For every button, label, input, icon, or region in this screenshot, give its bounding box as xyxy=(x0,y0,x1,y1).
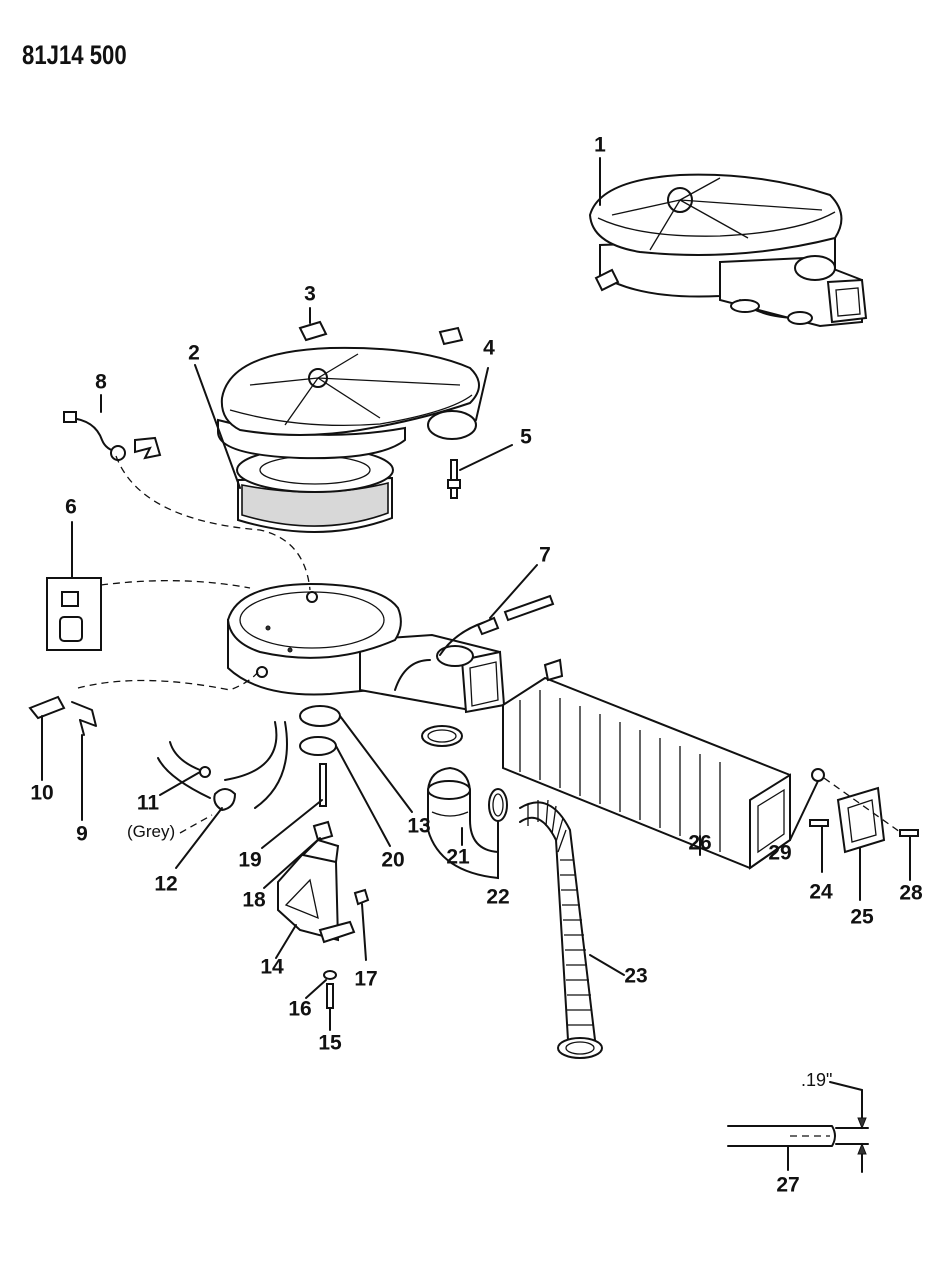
callout-22: 22 xyxy=(486,885,510,909)
stud-bolt xyxy=(447,459,461,499)
document-code: 81J14 500 xyxy=(22,40,127,70)
mounting-adapter xyxy=(809,768,919,854)
callout-23: 23 xyxy=(624,964,648,988)
clip xyxy=(312,820,334,842)
callout-28: 28 xyxy=(899,881,923,905)
callout-9: 9 xyxy=(76,822,88,846)
callout-25: 25 xyxy=(850,905,874,929)
callout-18: 18 xyxy=(242,888,266,912)
callout-6: 6 xyxy=(65,495,77,519)
retainer-clip xyxy=(71,701,97,736)
callout-20: 20 xyxy=(381,848,405,872)
grommet xyxy=(299,705,341,756)
grey-color-note: (Grey) xyxy=(127,822,176,841)
callout-12: 12 xyxy=(154,872,178,896)
callout-27: 27 xyxy=(776,1173,800,1197)
routing-line xyxy=(115,455,311,591)
tube-detail xyxy=(727,1081,869,1173)
nut xyxy=(353,888,370,906)
callout-19: 19 xyxy=(238,848,262,872)
callout-3: 3 xyxy=(304,282,316,306)
callout-16: 16 xyxy=(288,997,312,1021)
callout-21: 21 xyxy=(446,845,470,869)
wing-nut xyxy=(298,320,464,346)
support-bracket xyxy=(277,838,356,944)
vacuum-tubing xyxy=(157,721,288,812)
callout-29: 29 xyxy=(768,841,792,865)
callout-14: 14 xyxy=(260,955,284,979)
air-cleaner-cover xyxy=(217,346,480,533)
routing-line xyxy=(100,580,251,589)
callout-2: 2 xyxy=(188,341,200,365)
callout-8: 8 xyxy=(95,370,107,394)
callout-10: 10 xyxy=(30,781,54,805)
callout-17: 17 xyxy=(354,967,378,991)
gasket-ring xyxy=(427,410,477,440)
vacuum-hose xyxy=(476,594,555,636)
callout-1: 1 xyxy=(594,133,606,157)
washer xyxy=(323,970,337,980)
assembled-air-cleaner xyxy=(588,173,868,328)
air-duct xyxy=(502,658,791,870)
switch-plate xyxy=(46,577,102,651)
routing-line xyxy=(77,671,259,691)
callout-11: 11 xyxy=(136,791,160,815)
callout-24: 24 xyxy=(809,880,833,904)
screw xyxy=(326,983,334,1009)
check-valve xyxy=(28,695,66,720)
callout-26: 26 xyxy=(688,831,712,855)
hose-elbow xyxy=(421,725,508,880)
callout-13: 13 xyxy=(407,814,431,838)
callout-5: 5 xyxy=(520,425,532,449)
callout-4: 4 xyxy=(483,336,495,360)
callout-7: 7 xyxy=(539,543,551,567)
air-cleaner-housing xyxy=(226,582,506,714)
stud xyxy=(319,763,327,807)
temperature-sensor xyxy=(63,411,162,461)
callout-15: 15 xyxy=(318,1031,342,1055)
dimension-label: .19" xyxy=(801,1070,833,1090)
flexible-hose xyxy=(519,799,603,1059)
